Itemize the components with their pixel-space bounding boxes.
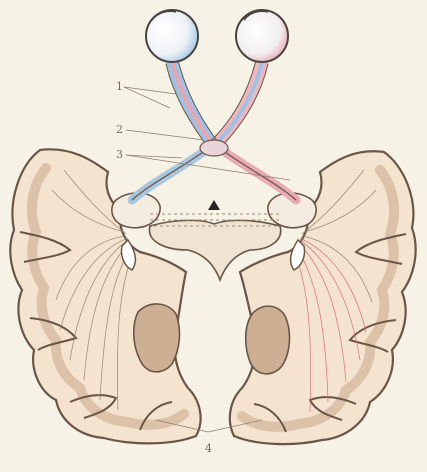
- optic-tracts: [132, 150, 296, 200]
- label-1: 1: [116, 80, 123, 93]
- third-ventricle-marker: [208, 200, 220, 210]
- right-nucleus: [246, 306, 290, 374]
- optic-nerve-left: [172, 62, 214, 146]
- optic-nerves: [166, 60, 268, 150]
- label-3: 3: [116, 148, 123, 161]
- left-nucleus: [134, 304, 180, 372]
- right-hemisphere: [230, 151, 416, 444]
- left-eye: [146, 10, 198, 62]
- label-2: 2: [116, 123, 123, 136]
- right-eyeball: [236, 10, 288, 62]
- right-eye: [236, 10, 288, 62]
- optic-chiasm: [200, 140, 228, 156]
- label-4: 4: [205, 442, 212, 455]
- optic-nerve-right: [214, 62, 262, 146]
- left-hemisphere: [10, 149, 200, 443]
